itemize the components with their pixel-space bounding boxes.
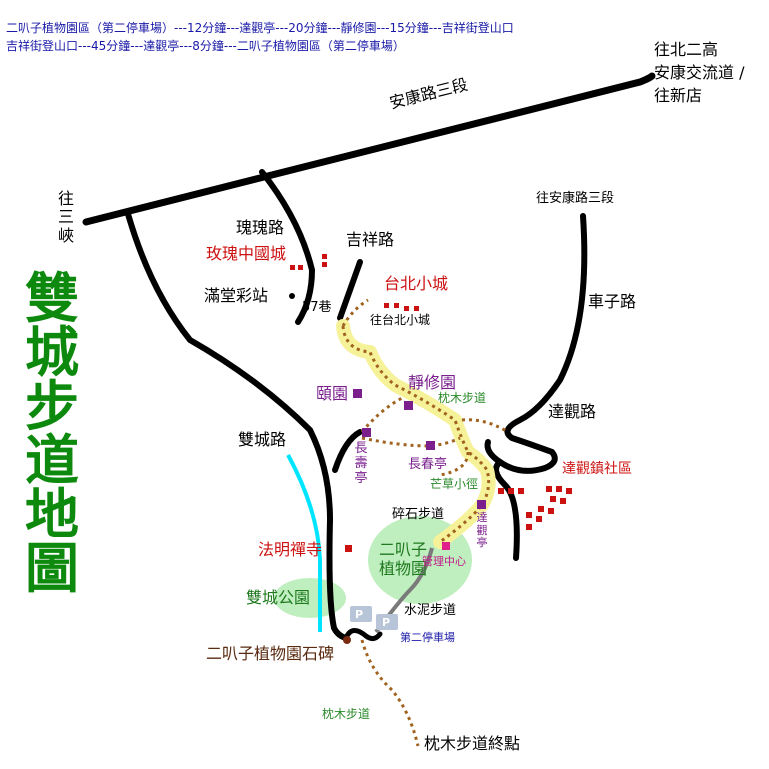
stele-road xyxy=(343,628,383,642)
label-daguan-community: 達觀鎮社區 xyxy=(562,461,632,477)
jixiang-road xyxy=(337,259,363,321)
stele-marker xyxy=(343,636,351,644)
label-sleeper-trail-end: 枕木步道終點 xyxy=(424,734,521,753)
chezi-road xyxy=(493,213,588,561)
title-char: 道 xyxy=(25,429,79,492)
label-changshou: 長壽亭 xyxy=(354,441,368,486)
guigui-road xyxy=(259,169,316,325)
label-sleeper-trail-top: 枕木步道 xyxy=(438,391,487,405)
label-jixiang-road: 吉祥路 xyxy=(346,230,395,249)
label-parking-2: 第二停車場 xyxy=(400,631,455,644)
label-north-exit-3: 往新店 xyxy=(654,86,703,105)
label-west-exit: 往三峽 xyxy=(58,189,75,245)
label-north-exit: 往北二高 xyxy=(654,40,719,59)
rose-city-markers xyxy=(290,254,327,270)
changchun-marker xyxy=(426,441,435,450)
label-gravel-trail: 碎石步道 xyxy=(392,507,445,522)
label-to-taipei-city: 往台北小城 xyxy=(370,313,431,327)
label-to-ankang: 往安康路三段 xyxy=(536,191,615,206)
label-guigui-road: 瑰瑰路 xyxy=(236,218,285,237)
trail-dots-sleeper xyxy=(360,639,420,747)
label-lane-57: 57巷 xyxy=(302,300,332,315)
map-title: 雙 城 步 道 地 圖 xyxy=(22,272,82,596)
label-jingxiu: 靜修園 xyxy=(408,373,457,392)
label-daguan-road: 達觀路 xyxy=(548,402,597,421)
ankang-road xyxy=(82,72,656,226)
label-mantang-stop: 滿堂彩站 xyxy=(204,286,269,305)
label-concrete-trail: 水泥步道 xyxy=(404,603,457,618)
title-char: 雙 xyxy=(25,267,79,330)
label-daguan-pavilion: 達觀亭 xyxy=(476,511,488,550)
river-line xyxy=(286,454,322,632)
trail-dots-yiyuan xyxy=(360,396,403,433)
label-shuangcheng-road: 雙城路 xyxy=(238,430,287,449)
parking-symbol-1: P xyxy=(355,608,364,621)
title-char: 圖 xyxy=(25,537,79,600)
label-stele: 二叭子植物園石碑 xyxy=(206,644,335,663)
branch-road xyxy=(332,429,363,473)
changshou-marker xyxy=(362,428,371,437)
mantang-stop-dot xyxy=(289,293,295,299)
label-yiyuan: 頤園 xyxy=(316,384,349,403)
label-changchun: 長春亭 xyxy=(408,457,448,472)
label-taipei-city: 台北小城 xyxy=(384,274,449,293)
title-char: 地 xyxy=(25,483,79,546)
parking-box-2 xyxy=(376,614,398,630)
lane-to-daguan xyxy=(484,439,503,465)
parking-symbol-2: P xyxy=(382,616,391,629)
label-rose-city: 玫瑰中國城 xyxy=(206,244,287,263)
title-char: 城 xyxy=(25,321,79,384)
yiyuan-marker xyxy=(353,389,362,398)
faming-marker xyxy=(345,545,352,552)
route-info-line-1: 二叭子植物園區（第二停車場）---12分鐘---達觀亭---20分鐘---靜修園… xyxy=(6,21,514,35)
daguan-pavilion-marker xyxy=(477,500,486,509)
trail-dots-changchun xyxy=(361,436,461,448)
label-sleeper-trail: 枕木步道 xyxy=(322,707,371,721)
west-road xyxy=(125,211,349,641)
label-north-exit-2: 安康交流道 / xyxy=(654,63,745,82)
trail-dots-mangcao xyxy=(439,451,470,477)
label-mangcao: 芒草小徑 xyxy=(430,477,479,491)
taipei-city-markers xyxy=(384,303,419,311)
daguan-community-markers xyxy=(498,486,572,530)
title-char: 步 xyxy=(25,375,79,438)
label-shuangcheng-park: 雙城公園 xyxy=(246,588,311,607)
label-botanic-garden: 二叭子植物園 xyxy=(378,540,427,579)
label-mgmt-center: 管理中心 xyxy=(422,555,466,568)
label-chezi-road: 車子路 xyxy=(588,292,637,311)
jingxiu-marker xyxy=(404,401,413,410)
trail-dots-east xyxy=(461,418,509,434)
route-info-line-2: 吉祥街登山口---45分鐘---達觀亭---8分鐘---二叭子植物園區（第二停車… xyxy=(6,39,405,53)
mgmt-marker xyxy=(442,542,450,550)
label-faming-temple: 法明禪寺 xyxy=(258,540,323,559)
parking-box-1 xyxy=(350,606,372,622)
